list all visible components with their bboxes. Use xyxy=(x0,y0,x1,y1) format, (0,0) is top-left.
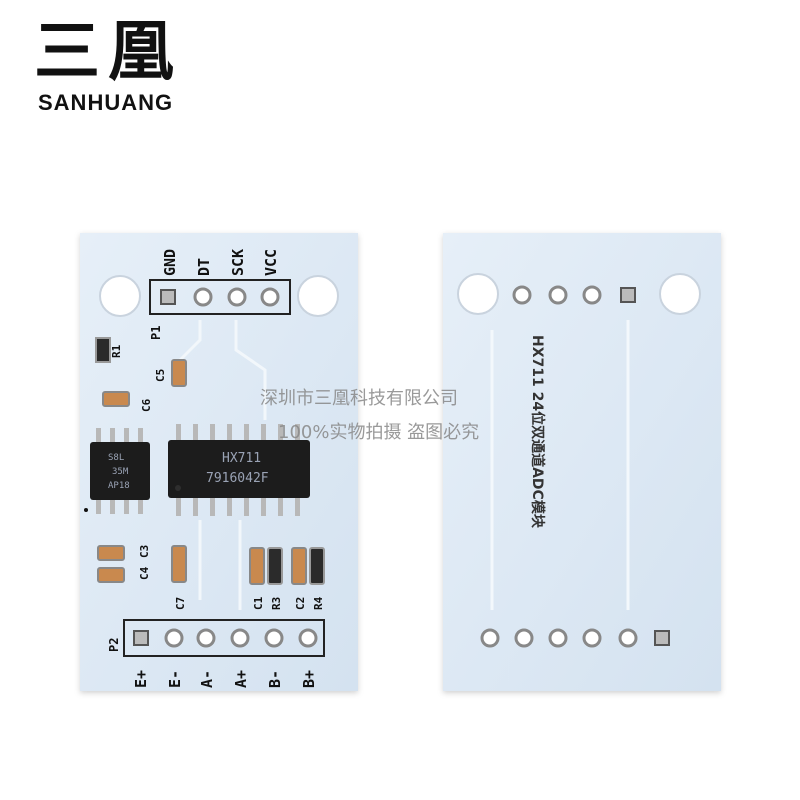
svg-text:C7: C7 xyxy=(174,597,187,610)
brand-logo-chinese: 三凰 xyxy=(34,12,182,90)
p1-pin-labels: GND DT SCK VCC xyxy=(161,249,280,276)
pin-label-e-minus: E- xyxy=(166,670,184,688)
svg-text:C1: C1 xyxy=(252,596,265,610)
svg-text:7916042F: 7916042F xyxy=(206,471,269,486)
capacitor-c4: C4 xyxy=(97,566,151,583)
p2-label: P2 xyxy=(107,638,121,652)
svg-text:C6: C6 xyxy=(140,398,153,412)
pin-label-b-minus: B- xyxy=(266,670,284,688)
p1-header-pads xyxy=(160,287,280,307)
p2-pin-labels: E+ E- A- A+ B- B+ xyxy=(132,670,318,688)
back-header-pads xyxy=(512,285,636,305)
back-mounting-hole-left xyxy=(457,273,499,315)
p1-label: P1 xyxy=(149,326,163,340)
front-board: GND DT SCK VCC P1 R1 C5 C6 xyxy=(80,233,358,691)
pin-label-e-plus: E+ xyxy=(132,670,150,688)
svg-text:R1: R1 xyxy=(110,344,123,358)
components-c1-r3-c2-r4: C1 R3 C2 R4 xyxy=(249,547,325,610)
pin-label-a-plus: A+ xyxy=(232,670,250,688)
svg-text:R4: R4 xyxy=(312,596,325,610)
mounting-hole-left xyxy=(99,275,141,317)
watermark-notice: 100%实物拍摄 盗图必究 xyxy=(278,422,480,443)
brand-logo-english: SANHUANG xyxy=(38,90,174,115)
chip-regulator: S8L 35M AP18 xyxy=(90,428,150,514)
pin-label-dt: DT xyxy=(195,258,213,276)
svg-text:S8L: S8L xyxy=(108,453,124,463)
svg-text:35M: 35M xyxy=(112,467,129,477)
svg-text:AP18: AP18 xyxy=(108,481,130,491)
svg-text:C5: C5 xyxy=(154,369,167,382)
pin-label-b-plus: B+ xyxy=(300,670,318,688)
p2-terminal-outline xyxy=(123,619,325,657)
back-terminal-pads xyxy=(480,628,670,648)
p2-terminal-pads xyxy=(133,628,318,648)
pin-label-vcc: VCC xyxy=(262,249,280,276)
watermark-company: 深圳市三凰科技有限公司 xyxy=(260,388,458,409)
svg-text:C3: C3 xyxy=(138,545,151,558)
resistor-r1: R1 xyxy=(95,337,123,363)
back-mounting-hole-right xyxy=(659,273,701,315)
mounting-hole-right xyxy=(297,275,339,317)
svg-text:R3: R3 xyxy=(270,597,283,610)
back-board xyxy=(443,233,721,691)
capacitor-c7: C7 xyxy=(171,545,187,610)
pin-label-a-minus: A- xyxy=(198,670,216,688)
pin-label-sck: SCK xyxy=(229,249,247,276)
pin-label-gnd: GND xyxy=(161,249,179,276)
capacitor-c3: C3 xyxy=(97,545,151,561)
svg-text:HX711: HX711 xyxy=(222,451,261,466)
chip-hx711: HX711 7916042F xyxy=(168,424,310,516)
back-board-label: HX711 24位双通道ADC模块 xyxy=(529,335,545,528)
svg-text:C4: C4 xyxy=(138,566,151,580)
capacitor-c5: C5 xyxy=(154,359,187,387)
svg-text:C2: C2 xyxy=(294,597,307,610)
p1-header-outline xyxy=(149,279,291,315)
capacitor-c6: C6 xyxy=(102,391,153,412)
